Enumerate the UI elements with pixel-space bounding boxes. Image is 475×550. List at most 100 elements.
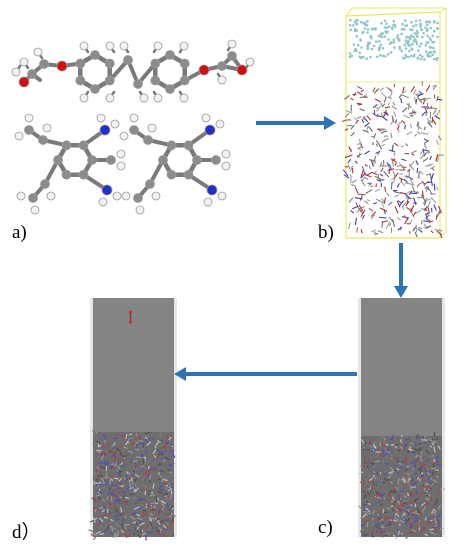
membrane-chain: [100, 506, 104, 510]
gas-molecule: [393, 46, 396, 49]
membrane-chain: [372, 509, 376, 515]
membrane-chain: [140, 465, 145, 468]
hydrogen-atom: [153, 93, 163, 103]
polymer-strand: [413, 197, 417, 206]
membrane-chain: [100, 435, 106, 440]
polymer-strand: [419, 153, 425, 160]
membrane-chain: [161, 450, 167, 454]
polymer-strand: [397, 128, 400, 133]
membrane-chain: [125, 434, 128, 440]
hydrogen-atom: [79, 93, 89, 103]
polymer-strand: [425, 212, 431, 216]
polymer-strand: [396, 183, 400, 188]
membrane-chain: [134, 438, 137, 441]
membrane-chain: [136, 526, 140, 530]
gas-molecule: [392, 38, 396, 42]
membrane-chain: [132, 497, 136, 501]
membrane-chain: [409, 493, 413, 496]
polymer-strand: [354, 197, 363, 200]
membrane-chain: [169, 443, 173, 447]
polymer-strand: [360, 89, 365, 93]
membrane-chain: [391, 468, 394, 475]
membrane-chain: [409, 513, 415, 516]
polymer-strand: [421, 111, 426, 117]
membrane-chain: [156, 477, 162, 481]
gas-molecule: [398, 47, 402, 51]
polymer-strand: [411, 153, 415, 156]
polymer-strand: [397, 200, 402, 204]
gas-molecule: [362, 55, 365, 59]
membrane-chain: [402, 513, 407, 516]
polymer-strand: [422, 157, 429, 163]
membrane-chain: [150, 435, 153, 439]
membrane-chain: [119, 496, 123, 499]
membrane-chain: [436, 513, 442, 518]
gas-molecule: [421, 35, 424, 39]
membrane-chain: [412, 467, 415, 470]
membrane-chain: [421, 438, 425, 442]
polymer-strand: [350, 209, 355, 214]
gas-molecule: [365, 57, 368, 60]
polymer-strand: [432, 85, 437, 90]
membrane-chain: [170, 514, 173, 519]
gas-molecule: [404, 55, 408, 59]
membrane-chain: [113, 477, 119, 480]
membrane-chain: [147, 465, 150, 469]
membrane-chain: [417, 447, 421, 451]
membrane-chain: [137, 499, 140, 502]
membrane-chain: [165, 519, 171, 523]
polymer-strand: [354, 160, 358, 164]
membrane-chain: [155, 526, 158, 530]
membrane-chain: [131, 512, 134, 516]
polymer-strand: [381, 103, 386, 108]
polymer-strand: [357, 193, 366, 196]
membrane-chain: [392, 496, 395, 501]
carbon-atom: [179, 58, 190, 69]
membrane-chain: [96, 508, 99, 512]
membrane-chain: [388, 437, 393, 441]
membrane-chain: [422, 506, 427, 512]
membrane-chain: [360, 522, 366, 527]
polymer-strand: [403, 178, 408, 183]
polymer-strand: [419, 182, 423, 185]
polymer-strand: [415, 209, 422, 214]
membrane-chain: [120, 464, 126, 467]
membrane-chain: [168, 436, 172, 441]
polymer-strand: [381, 143, 386, 147]
carbon-atom: [143, 135, 153, 145]
carbon-atom: [104, 75, 115, 86]
membrane-chain: [151, 467, 157, 472]
membrane-chain: [158, 526, 163, 529]
membrane-chain: [169, 457, 172, 461]
membrane-chain: [134, 487, 139, 493]
membrane-chain: [99, 477, 102, 481]
carbon-atom: [165, 50, 175, 60]
polymer-strand: [431, 107, 438, 110]
membrane-chain: [94, 482, 100, 484]
membrane-chain: [373, 525, 379, 529]
polymer-strand: [432, 84, 437, 88]
membrane-chain: [123, 515, 127, 519]
polymer-strand: [358, 103, 362, 106]
polymer-strand: [382, 137, 389, 143]
membrane-chain: [142, 469, 147, 473]
gas-molecule: [349, 28, 353, 32]
gas-molecule: [368, 41, 372, 45]
membrane-chain: [419, 511, 422, 517]
membrane-chain: [115, 518, 120, 522]
polymer-strand: [425, 84, 431, 92]
membrane-chain: [141, 529, 144, 533]
membrane-chain: [376, 513, 380, 516]
membrane-chain: [99, 517, 104, 523]
membrane-chain: [400, 491, 404, 494]
membrane-chain: [143, 487, 148, 493]
membrane-chain: [101, 484, 107, 486]
membrane-chain: [396, 486, 402, 489]
membrane-chain: [126, 471, 129, 475]
membrane-chain: [436, 526, 441, 530]
polymer-strand: [401, 107, 408, 113]
membrane-chain: [165, 495, 169, 499]
membrane-chain: [394, 514, 396, 520]
membrane-chain: [134, 473, 140, 478]
polymer-strand: [376, 105, 381, 112]
